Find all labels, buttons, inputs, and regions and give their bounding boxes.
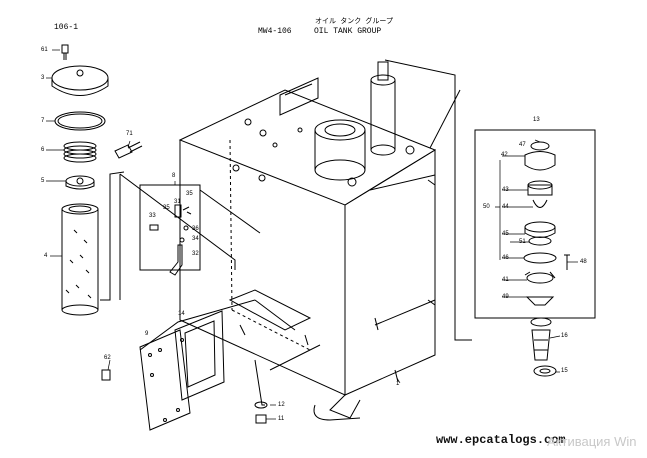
callout-33: 33 — [149, 213, 156, 219]
callout-16: 16 — [561, 333, 568, 339]
callout-4: 4 — [44, 253, 48, 259]
cover-plates — [102, 311, 267, 430]
callout-3: 3 — [41, 75, 45, 81]
callout-35b: 35 — [163, 205, 170, 211]
callout-41: 41 — [502, 277, 509, 283]
callout-8: 8 — [172, 173, 176, 179]
callout-12: 12 — [278, 402, 285, 408]
callout-1: 1 — [396, 381, 400, 387]
tank-body — [180, 62, 435, 420]
callout-46: 46 — [502, 255, 509, 261]
model-code: MW4-106 — [258, 27, 292, 36]
callout-9: 9 — [145, 331, 149, 337]
callout-13: 13 — [533, 117, 540, 123]
activation-watermark: Активация Win — [547, 434, 637, 449]
leader-lines — [100, 60, 472, 405]
callout-45: 45 — [502, 231, 509, 237]
callout-31: 31 — [174, 199, 181, 205]
callout-34: 34 — [192, 236, 199, 242]
callout-42: 42 — [501, 152, 508, 158]
callout-36: 36 — [192, 226, 199, 232]
callout-50: 50 — [483, 204, 490, 210]
level-gauge-group — [140, 185, 200, 275]
callout-62: 62 — [104, 355, 111, 361]
callout-71: 71 — [126, 131, 133, 137]
callout-61: 61 — [41, 47, 48, 53]
callout-6: 6 — [41, 147, 45, 153]
callout-5: 5 — [41, 178, 45, 184]
callout-35a: 35 — [186, 191, 193, 197]
cap-assembly-group — [475, 130, 595, 376]
callout-43: 43 — [502, 187, 509, 193]
title-english: OIL TANK GROUP — [314, 27, 382, 36]
callout-7: 7 — [41, 118, 45, 124]
callout-49: 49 — [502, 294, 509, 300]
callout-32: 32 — [192, 251, 199, 257]
callout-leaders — [46, 50, 578, 419]
page-reference: 106-1 — [54, 23, 79, 32]
callout-47: 47 — [519, 142, 526, 148]
callout-44: 44 — [502, 204, 509, 210]
website-link[interactable]: www.epcatalogs.com — [436, 433, 566, 447]
callout-48: 48 — [580, 259, 587, 265]
callout-15: 15 — [561, 368, 568, 374]
title-japanese: オイル タンク グループ — [315, 18, 393, 26]
callout-14: 14 — [178, 311, 185, 317]
callout-51: 51 — [519, 239, 526, 245]
callout-11: 11 — [278, 416, 285, 422]
